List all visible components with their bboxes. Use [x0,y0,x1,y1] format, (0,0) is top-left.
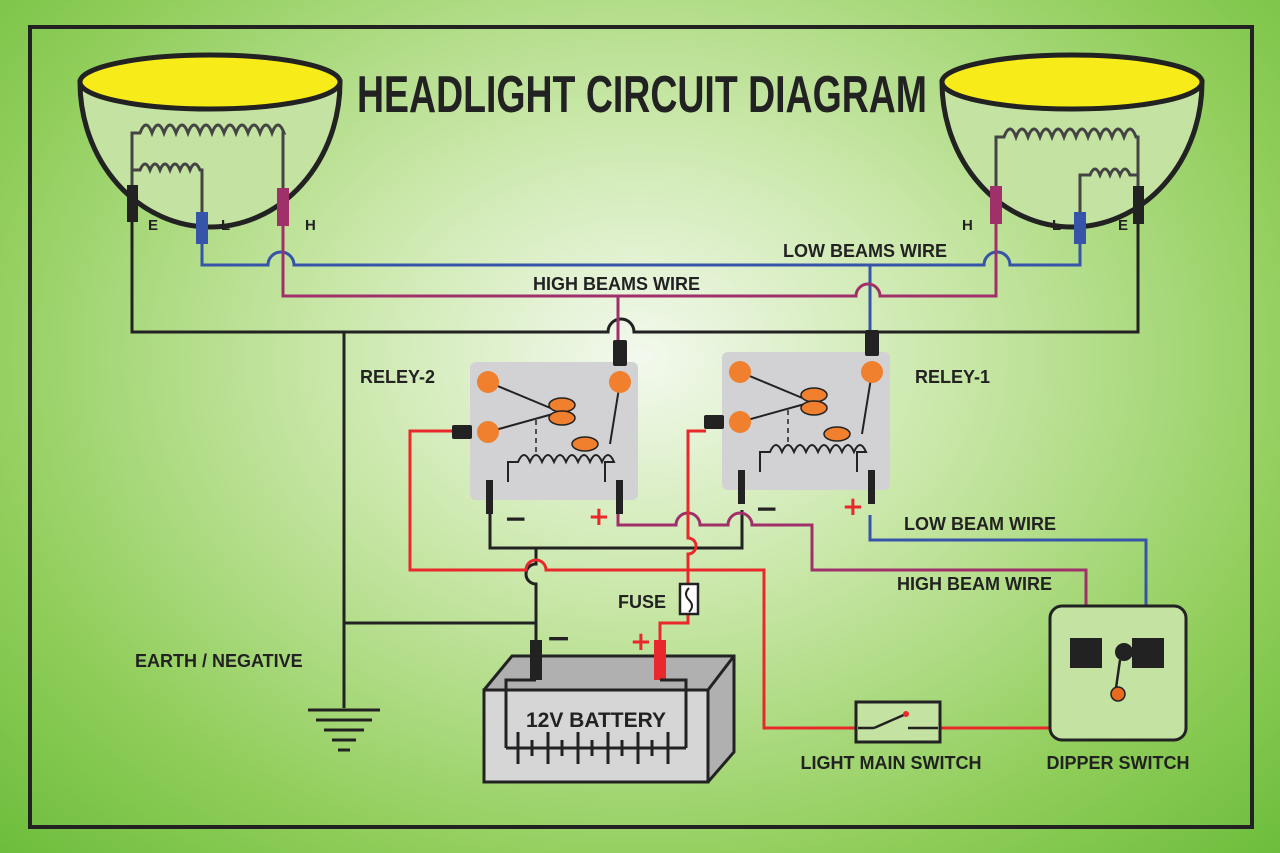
high-beam-wire [616,511,1088,640]
headlight-left: E L H [77,52,343,244]
low-terminal [1074,212,1086,244]
low-beams-wire-label: LOW BEAMS WIRE [783,241,947,261]
earth-label: EARTH / NEGATIVE [135,651,303,671]
high-terminal-label: H [305,217,316,234]
high-beams-wire-label: HIGH BEAMS WIRE [533,274,700,294]
low-beam-wire-label: LOW BEAM WIRE [904,514,1056,534]
dipper-switch-label: DIPPER SWITCH [1046,753,1189,773]
battery-negative-sign: − [546,621,571,656]
high-terminal [277,188,289,226]
relay-1-label: RELEY-1 [915,367,990,387]
high-beam-wire-label: HIGH BEAM WIRE [897,574,1052,594]
light-main-switch-label: LIGHT MAIN SWITCH [801,753,982,773]
high-filament [994,127,1140,192]
headlight-right: H L E [939,52,1205,244]
low-beam-wire [868,515,1148,640]
high-filament [130,123,287,192]
high-terminal-label: H [962,217,973,234]
earth-wiring [130,220,1140,708]
low-terminal-label: L [221,217,230,234]
low-filament [1078,167,1138,214]
relay-2-positive-sign: + [588,502,610,532]
outer-frame [28,25,1254,829]
high-beams-wire [281,222,998,298]
diagram-title: HEADLIGHT CIRCUIT DIAGRAM [357,66,927,124]
earth-terminal-label: E [1118,217,1128,234]
high-terminal [990,186,1002,224]
battery-label: 12V BATTERY [526,709,666,732]
relay-2-negative-sign: − [504,502,527,535]
battery-cells [506,732,686,764]
battery-negative-terminal [530,640,542,680]
fuse-label: FUSE [618,592,666,612]
fuse: FUSE [618,582,700,616]
relay-2-label: RELEY-2 [360,367,435,387]
low-filament [132,162,204,214]
relay-1-positive-sign: + [842,492,864,522]
relay-1-negative-sign: − [755,492,778,525]
low-terminal [196,212,208,244]
earth-terminal [1133,186,1144,224]
battery-positive-sign: + [630,627,652,657]
battery-positive-terminal [654,640,666,680]
light-main-switch: LIGHT MAIN SWITCH [801,700,982,773]
low-terminal-label: L [1052,217,1061,234]
earth-terminal [127,185,138,222]
relay-1: RELEY-1 − + [703,329,990,525]
earth-terminal-label: E [148,217,158,234]
relay-2: RELEY-2 − + [360,339,639,535]
battery: 12V BATTERY − + [482,621,736,784]
low-beams-wire [200,242,1082,267]
dipper-switch: DIPPER SWITCH [1046,604,1190,773]
earth-ground-symbol [308,708,380,752]
